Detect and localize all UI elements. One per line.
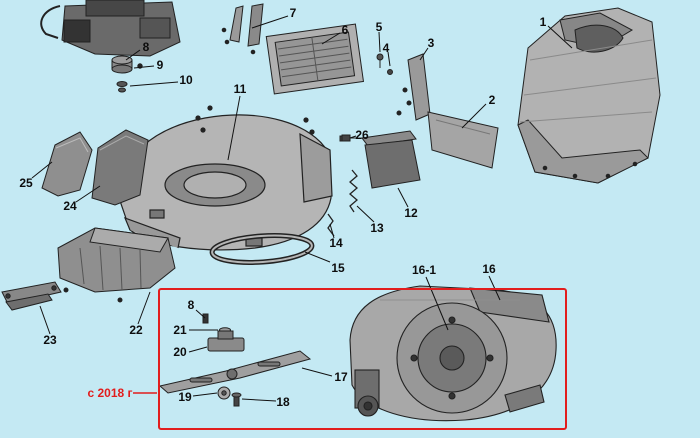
deck-assembly-2018 <box>349 285 557 422</box>
callout-16-1[interactable]: 16-1 <box>411 263 437 277</box>
callout-9[interactable]: 9 <box>156 58 164 72</box>
grass-catcher <box>517 7 661 184</box>
callout-25[interactable]: 25 <box>19 176 33 190</box>
callout-1[interactable]: 1 <box>539 15 547 29</box>
callout-4[interactable]: 4 <box>382 41 390 55</box>
callout-17[interactable]: 17 <box>334 370 348 384</box>
top-brackets <box>221 3 431 121</box>
callout-10[interactable]: 10 <box>179 73 193 87</box>
callout-12[interactable]: 12 <box>404 206 418 220</box>
callout-8b[interactable]: 8 <box>187 298 195 312</box>
callout-14[interactable]: 14 <box>329 236 343 250</box>
callout-20[interactable]: 20 <box>173 345 187 359</box>
callout-24[interactable]: 24 <box>63 199 77 213</box>
callout-5[interactable]: 5 <box>375 20 383 34</box>
year-note: с 2018 г <box>87 386 133 400</box>
callout-2[interactable]: 2 <box>488 93 496 107</box>
front-cover <box>57 227 176 303</box>
callout-13[interactable]: 13 <box>370 221 384 235</box>
callout-15[interactable]: 15 <box>331 261 345 275</box>
handle-bracket <box>1 281 62 311</box>
vent-grille <box>265 23 365 95</box>
drive-belt <box>209 233 315 265</box>
engine-assembly <box>40 0 181 93</box>
side-covers <box>41 129 149 206</box>
callout-11[interactable]: 11 <box>233 82 247 96</box>
rear-panel <box>427 111 499 169</box>
mower-deck <box>117 105 333 251</box>
callout-21[interactable]: 21 <box>173 323 187 337</box>
springs <box>327 169 358 237</box>
callout-23[interactable]: 23 <box>43 333 57 347</box>
callout-7[interactable]: 7 <box>289 6 297 20</box>
callout-19[interactable]: 19 <box>178 390 192 404</box>
callout-26[interactable]: 26 <box>355 128 369 142</box>
leader-lines <box>31 15 573 402</box>
callout-16[interactable]: 16 <box>482 262 496 276</box>
callout-6[interactable]: 6 <box>341 23 349 37</box>
callout-22[interactable]: 22 <box>129 323 143 337</box>
callout-18[interactable]: 18 <box>276 395 290 409</box>
blade-assembly <box>158 313 312 407</box>
callout-3[interactable]: 3 <box>427 36 435 50</box>
callout-8[interactable]: 8 <box>142 40 150 54</box>
